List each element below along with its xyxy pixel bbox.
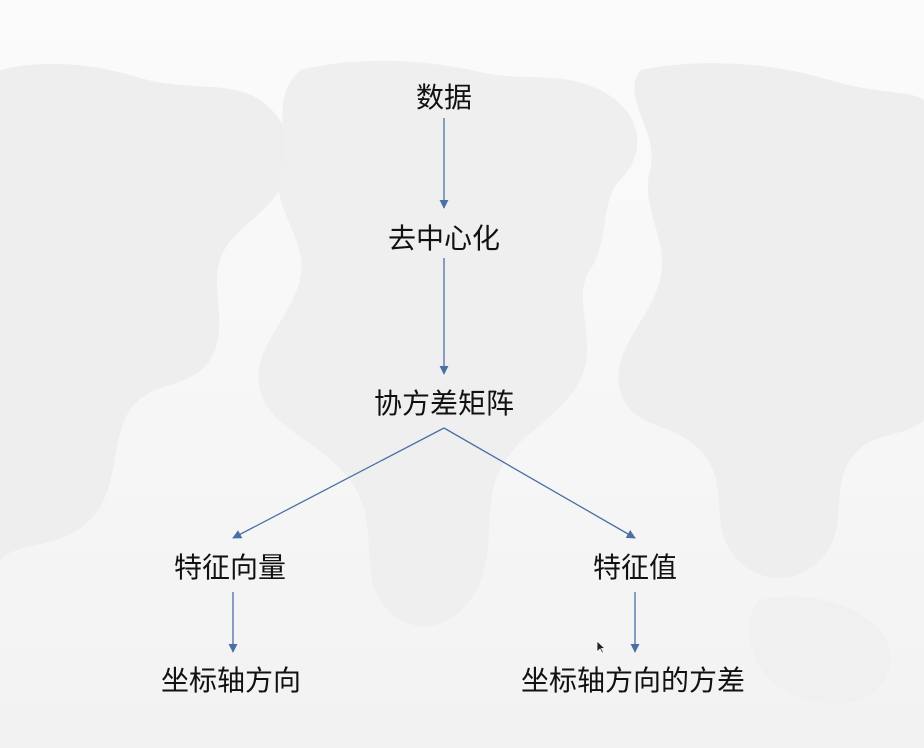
map-landmass-west [0, 63, 291, 560]
node-axis-variance: 坐标轴方向的方差 [520, 664, 746, 697]
map-landmass-center [258, 60, 638, 627]
node-covariance-matrix: 协方差矩阵 [373, 387, 515, 420]
map-landmass-east [618, 63, 924, 579]
edge-covariance-to-eigenvalues [443, 427, 636, 539]
node-centering: 去中心化 [387, 222, 501, 255]
map-landmass-south-east [749, 596, 891, 704]
node-data: 数据 [415, 81, 473, 114]
node-axis-direction: 坐标轴方向 [160, 664, 302, 697]
edge-covariance-to-eigenvectors [232, 427, 445, 539]
mouse-cursor-icon [596, 640, 606, 654]
node-eigenvalues: 特征值 [592, 551, 678, 584]
node-eigenvectors: 特征向量 [173, 551, 287, 584]
